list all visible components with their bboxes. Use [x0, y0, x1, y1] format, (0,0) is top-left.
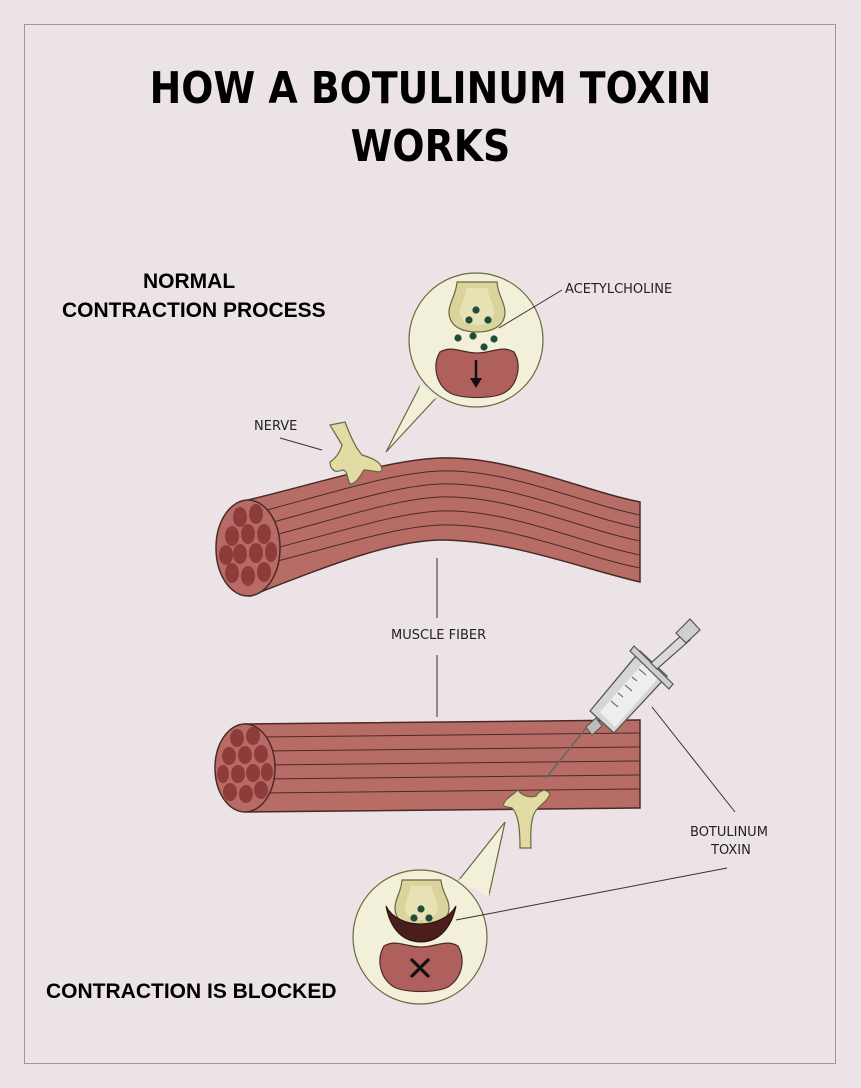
muscle-bundles-top [219, 504, 277, 586]
section-normal-line-2: CONTRACTION PROCESS [62, 299, 326, 322]
syringe-icon [545, 618, 701, 779]
muscle-fiber-normal [215, 457, 641, 598]
label-muscle-fiber: MUSCLE FIBER [391, 628, 487, 643]
label-botulinum-line-1: BOTULINUM [690, 825, 768, 840]
muscle-striations-top [255, 470, 641, 569]
trapped-vesicles [410, 905, 433, 922]
page-title-line-1: HOW A BOTULINUM TOXIN [149, 63, 712, 114]
section-normal-line-1: NORMAL [143, 270, 236, 293]
muscle-body-top [247, 457, 641, 598]
zoom-bubble-normal [385, 272, 544, 453]
acetylcholine-vesicles [454, 306, 498, 351]
section-blocked: CONTRACTION IS BLOCKED [46, 980, 337, 1003]
label-botulinum-line-2: TOXIN [711, 843, 751, 858]
label-acetylcholine: ACETYLCHOLINE [565, 282, 673, 297]
leader-lines [279, 289, 736, 921]
down-arrow-icon [470, 360, 482, 388]
leader-acetylcholine [498, 289, 563, 329]
toxin-barrier [385, 905, 457, 943]
blocked-x-icon [410, 958, 430, 978]
muscle-bundles-bottom [217, 727, 273, 803]
label-nerve: NERVE [254, 419, 298, 434]
nerve-terminal-bottom [502, 789, 551, 849]
muscle-fiber-blocked [214, 719, 641, 813]
zoom-bubble-blocked [352, 821, 506, 1005]
nerve-terminal-top [329, 421, 383, 485]
muscle-striations-bottom [261, 732, 641, 794]
border-frame [24, 24, 836, 1064]
leader-syringe [651, 706, 736, 813]
leader-toxin [455, 867, 728, 921]
leader-nerve [279, 437, 323, 451]
page-title-line-2: WORKS [350, 121, 511, 172]
